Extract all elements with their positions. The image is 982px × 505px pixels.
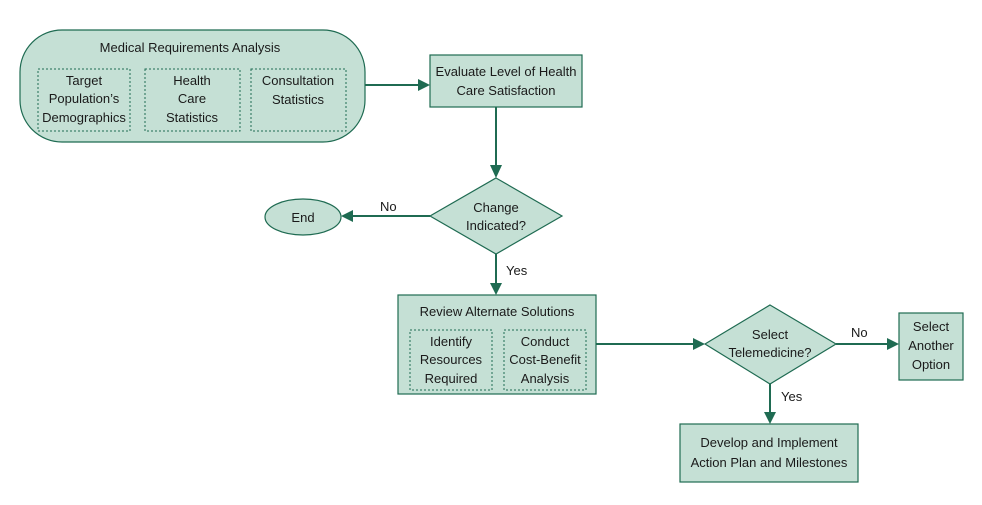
review-node: Review Alternate Solutions Identify Reso… — [397, 294, 597, 395]
edge-review-to-telemedicine — [596, 338, 705, 350]
develop-line1: Develop and Implement — [700, 435, 838, 450]
change-line2: Indicated? — [466, 218, 526, 233]
target-demographics-line3: Demographics — [42, 110, 126, 125]
evaluate-line1: Evaluate Level of Health — [436, 64, 577, 79]
change-yes-label: Yes — [506, 263, 528, 278]
edge-evaluate-to-change — [490, 107, 502, 178]
review-title: Review Alternate Solutions — [420, 304, 575, 319]
evaluate-node: Evaluate Level of Health Care Satisfacti… — [429, 54, 583, 108]
select-another-node: Select Another Option — [898, 312, 964, 381]
edge-change-to-end: No — [341, 199, 430, 222]
identify-resources-line1: Identify — [430, 334, 472, 349]
identify-resources-line3: Required — [425, 371, 478, 386]
target-demographics-line2: Population’s — [49, 91, 120, 106]
telemedicine-line2: Telemedicine? — [728, 345, 811, 360]
cost-benefit-line3: Analysis — [521, 371, 570, 386]
health-care-statistics-line1: Health — [173, 73, 211, 88]
medical-requirements-node: Medical Requirements Analysis Target Pop… — [19, 29, 366, 143]
select-another-line2: Another — [908, 338, 954, 353]
edge-change-to-review: Yes — [490, 254, 528, 295]
consultation-statistics-line2: Statistics — [272, 92, 325, 107]
health-care-statistics-line3: Statistics — [166, 110, 219, 125]
target-demographics-line1: Target — [66, 73, 103, 88]
develop-node: Develop and Implement Action Plan and Mi… — [679, 423, 859, 483]
cost-benefit-line2: Cost-Benefit — [509, 352, 581, 367]
select-another-line3: Option — [912, 357, 950, 372]
telemedicine-yes-label: Yes — [781, 389, 803, 404]
telemedicine-line1: Select — [752, 327, 789, 342]
cost-benefit-line1: Conduct — [521, 334, 570, 349]
edge-telemedicine-to-develop: Yes — [764, 384, 803, 424]
telemedicine-no-label: No — [851, 325, 868, 340]
health-care-statistics-line2: Care — [178, 91, 206, 106]
edge-telemedicine-to-other: No — [836, 325, 899, 350]
change-line1: Change — [473, 200, 519, 215]
select-telemedicine-decision: Select Telemedicine? — [703, 304, 838, 385]
change-indicated-decision: Change Indicated? — [428, 177, 564, 255]
select-another-line1: Select — [913, 319, 950, 334]
identify-resources-line2: Resources — [420, 352, 483, 367]
evaluate-line2: Care Satisfaction — [457, 83, 556, 98]
end-label: End — [291, 210, 314, 225]
end-node: End — [264, 198, 342, 236]
consultation-statistics-line1: Consultation — [262, 73, 334, 88]
edge-mra-to-evaluate — [365, 79, 430, 91]
develop-line2: Action Plan and Milestones — [691, 455, 848, 470]
change-no-label: No — [380, 199, 397, 214]
medical-requirements-title: Medical Requirements Analysis — [100, 40, 281, 55]
